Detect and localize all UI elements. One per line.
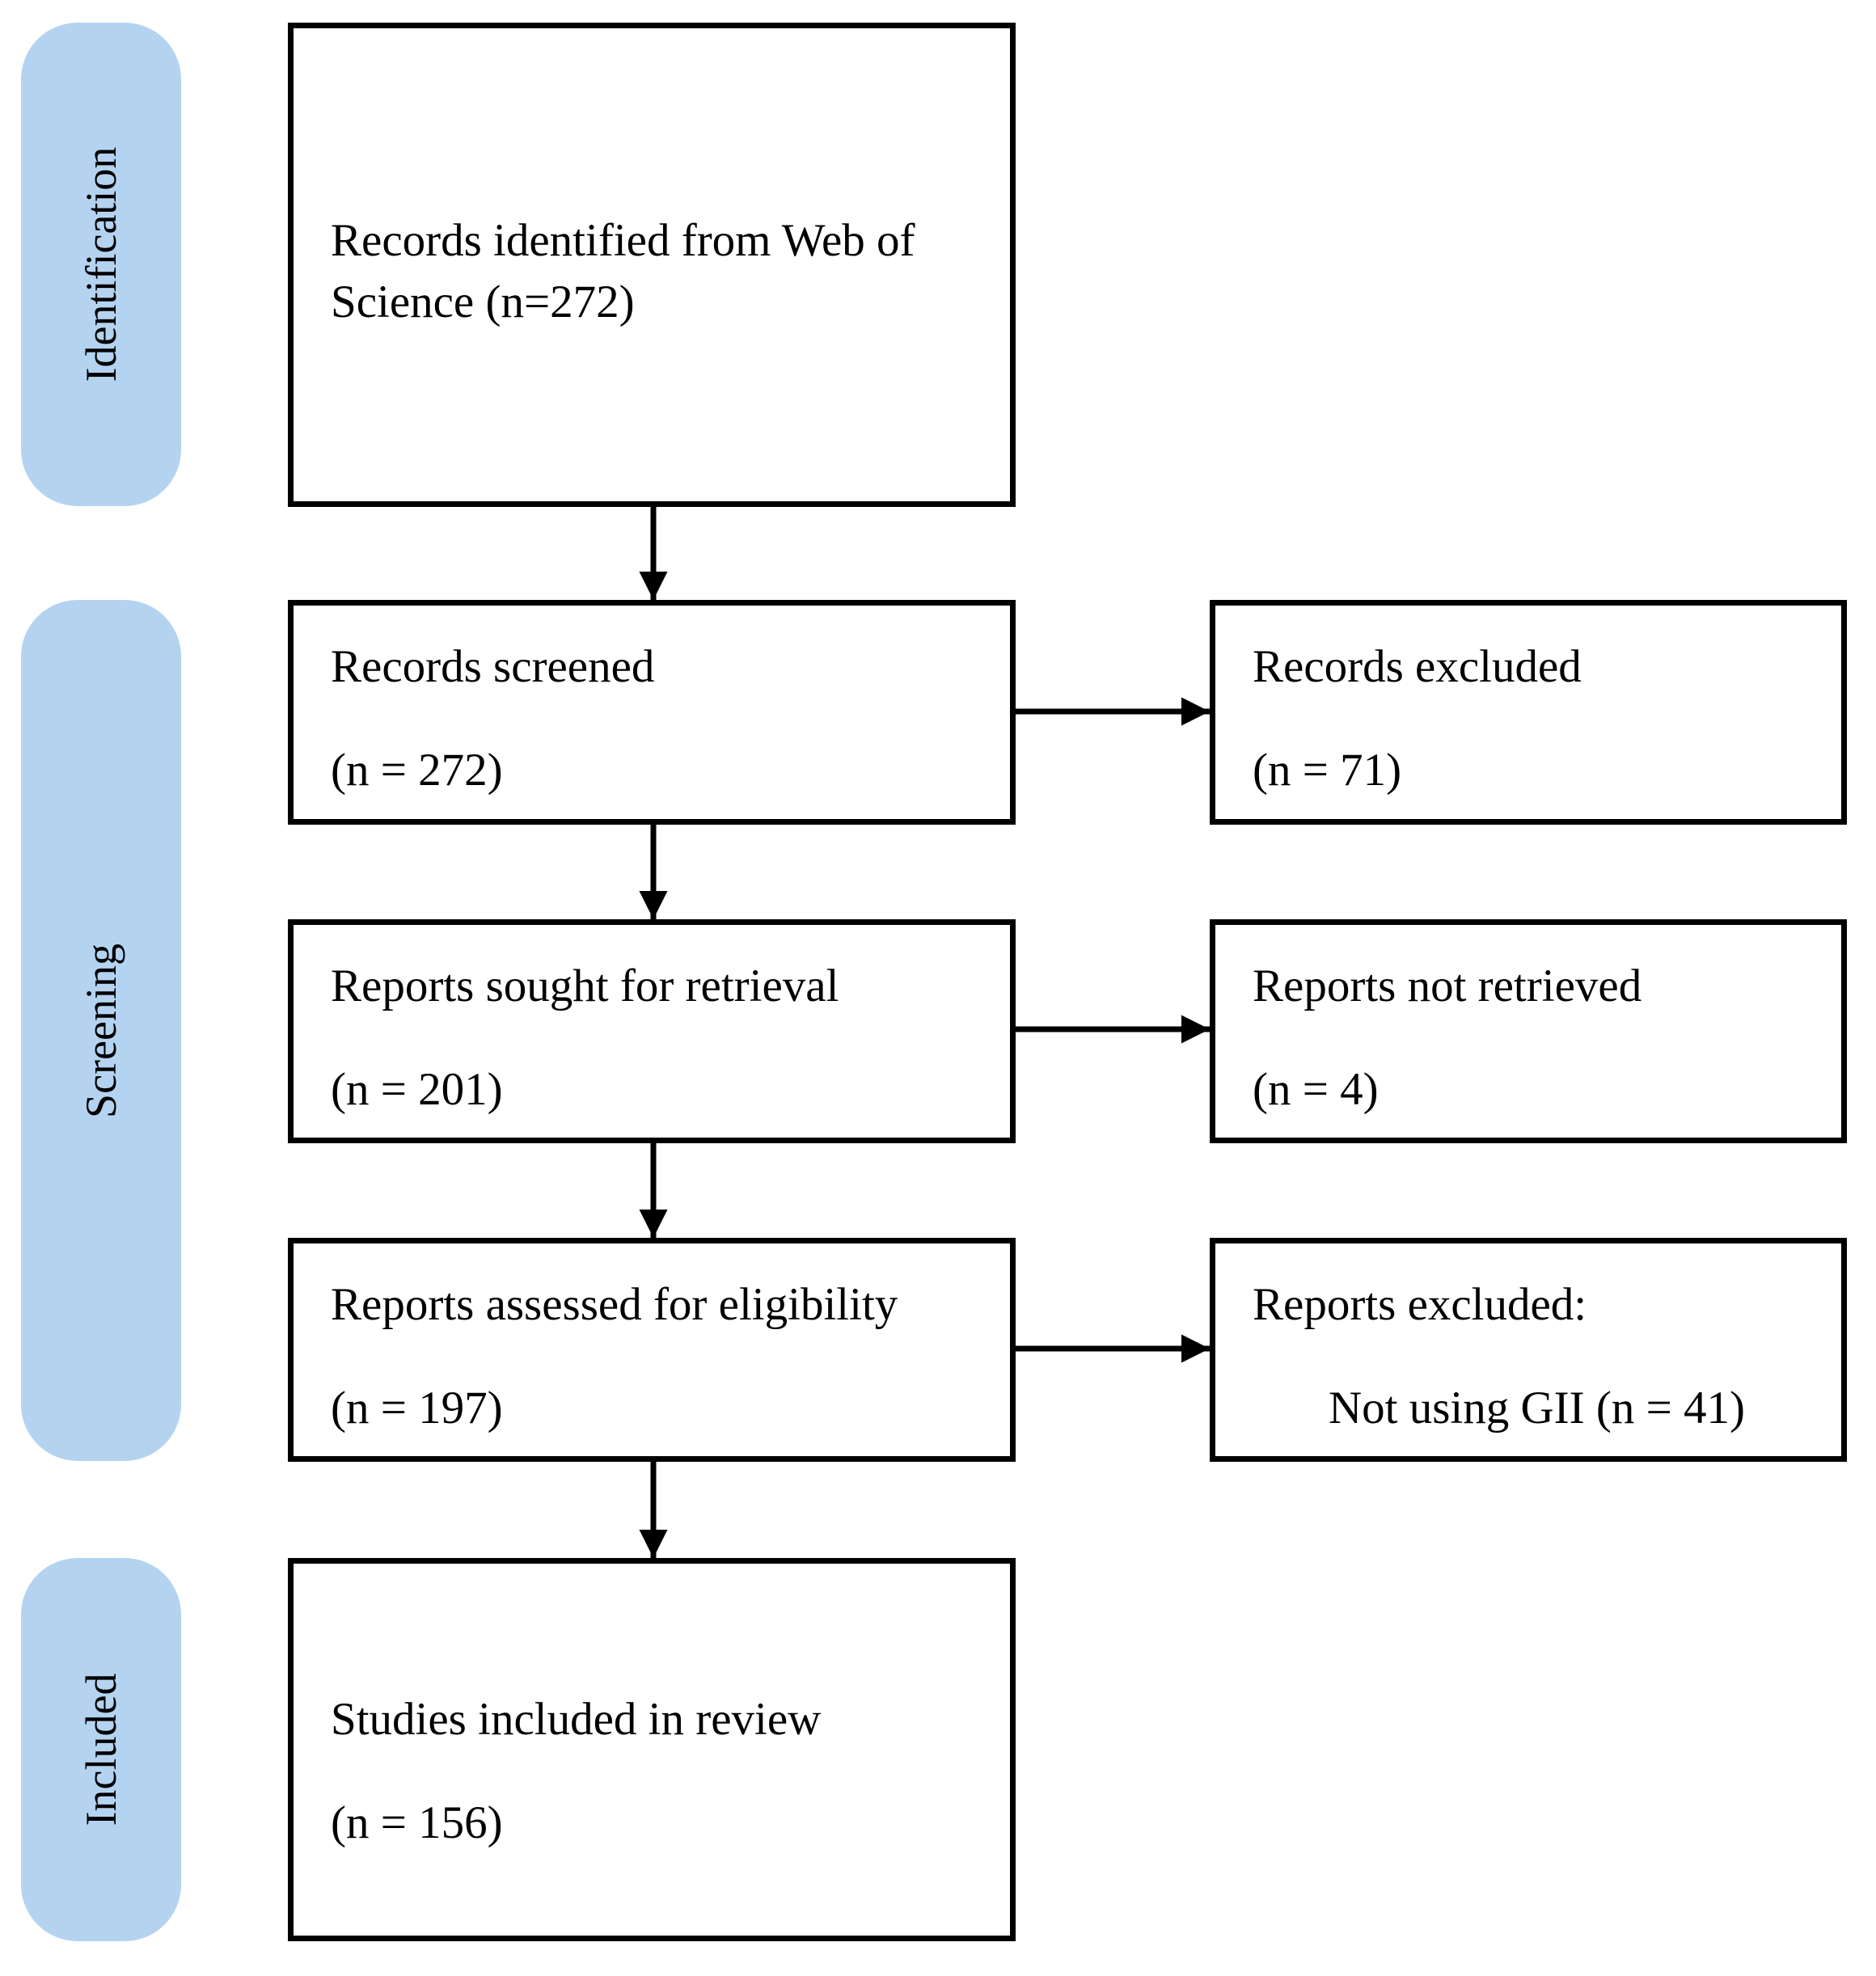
reports-assessed-label: Reports assessed for eligibility (331, 1279, 898, 1330)
reports-assessed-count: (n = 197) (331, 1383, 503, 1433)
studies-included-label: Studies included in review (331, 1694, 822, 1745)
records-identified-text: Records identified from Web of Science (… (331, 215, 915, 327)
box-records-screened: Records screened (n = 272) (288, 600, 1016, 825)
studies-included-count: (n = 156) (331, 1797, 503, 1848)
phase-included: Included (21, 1558, 181, 1941)
box-reports-not-retrieved: Reports not retrieved (n = 4) (1210, 919, 1847, 1143)
box-reports-assessed: Reports assessed for eligibility (n = 19… (288, 1238, 1016, 1462)
records-excluded-count: (n = 71) (1253, 745, 1402, 796)
box-reports-sought: Reports sought for retrieval (n = 201) (288, 919, 1016, 1143)
box-records-identified: Records identified from Web of Science (… (288, 23, 1016, 507)
reports-excluded-label: Reports excluded: (1253, 1279, 1587, 1330)
reports-excluded-reason: Not using GII (n = 41) (1329, 1383, 1746, 1433)
records-screened-count: (n = 272) (331, 745, 503, 796)
reports-not-retrieved-count: (n = 4) (1253, 1064, 1379, 1115)
box-studies-included: Studies included in review (n = 156) (288, 1558, 1016, 1941)
reports-sought-count: (n = 201) (331, 1064, 503, 1115)
phase-screening: Screening (21, 600, 181, 1461)
reports-not-retrieved-label: Reports not retrieved (1253, 961, 1642, 1011)
box-records-excluded: Records excluded (n = 71) (1210, 600, 1847, 825)
records-screened-label: Records screened (331, 641, 655, 692)
phase-identification: Identification (21, 23, 181, 506)
reports-sought-label: Reports sought for retrieval (331, 961, 839, 1011)
records-excluded-label: Records excluded (1253, 641, 1582, 692)
box-reports-excluded: Reports excluded: Not using GII (n = 41) (1210, 1238, 1847, 1462)
